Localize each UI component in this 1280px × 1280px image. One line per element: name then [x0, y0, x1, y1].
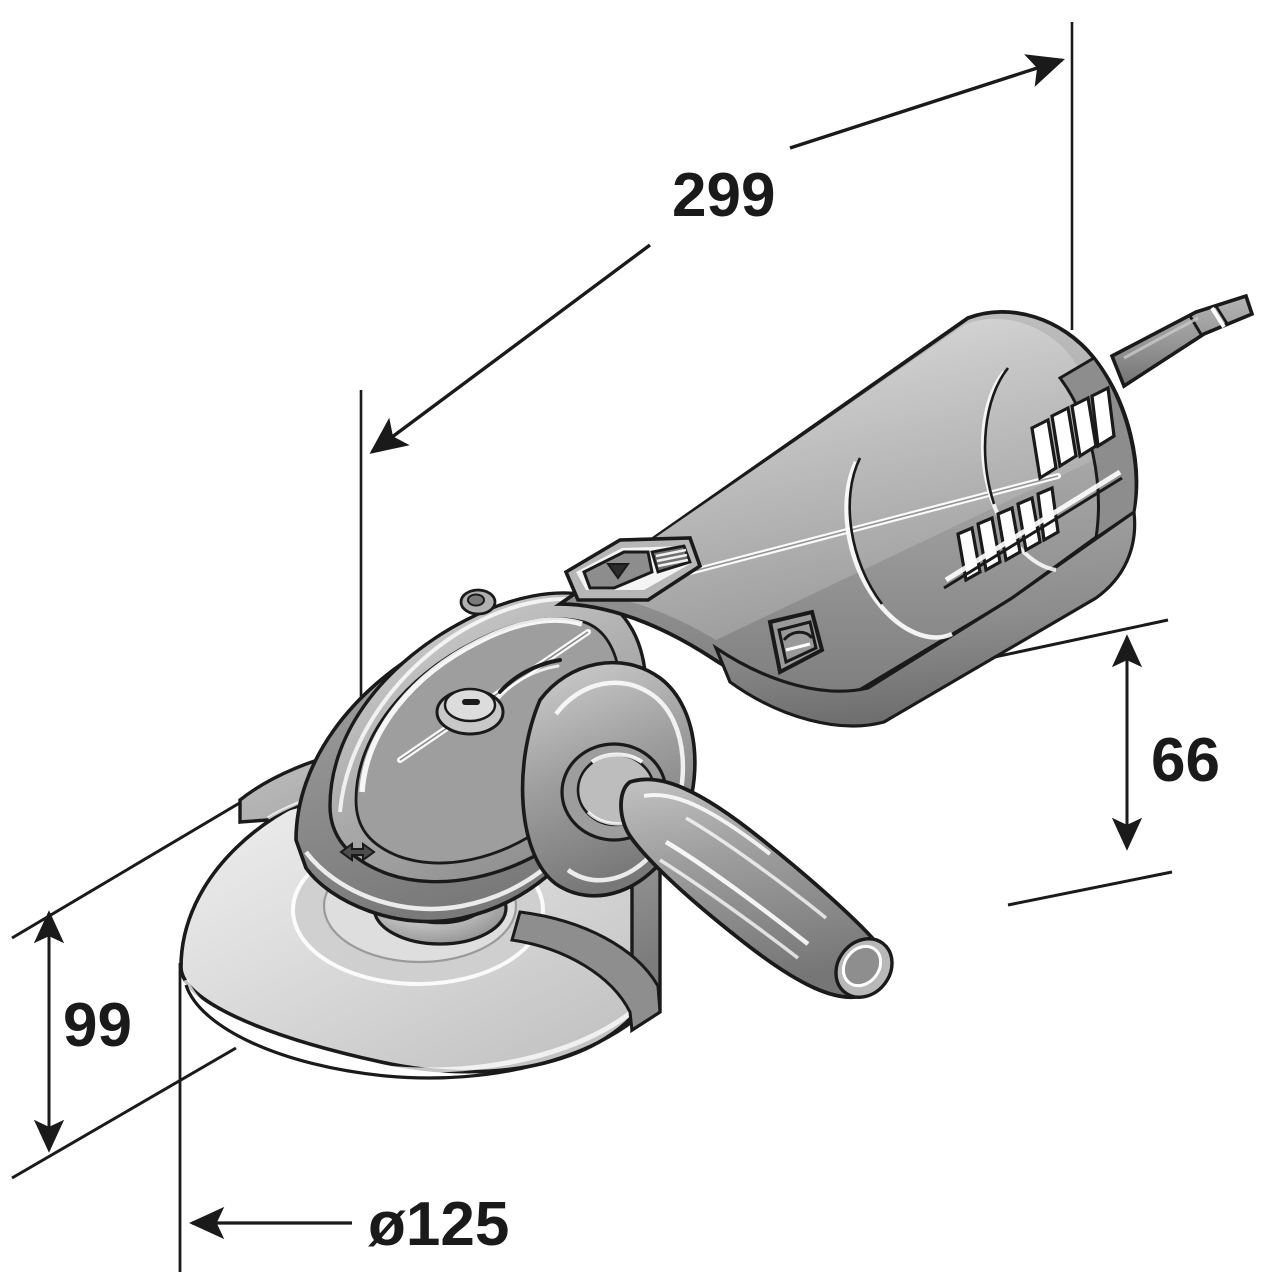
spindle-lock-button[interactable]: [435, 687, 505, 736]
badge-mark-bar: [785, 642, 811, 652]
handle-grip-rib-2: [659, 858, 800, 960]
badge-mark-arc: [782, 630, 814, 642]
rotation-direction-arrow: [339, 842, 376, 862]
handle-top-highlight: [643, 793, 772, 856]
rear-band-line: [983, 367, 1010, 505]
strain-relief-ring-1: [1188, 315, 1204, 337]
vent-shroud-highlight: [944, 469, 1122, 583]
extension-line-bottom-66: [1007, 870, 1173, 907]
motor-top-face: [576, 318, 1098, 640]
vent-slot: [1090, 385, 1116, 449]
vent-slot: [1070, 395, 1098, 459]
extension-line-bottom-99: [11, 1046, 237, 1180]
head-rib-curve: [498, 658, 562, 694]
motor-parting-line: [848, 457, 884, 605]
dimension-disc-diameter: ø125: [178, 963, 509, 1272]
cooling-vents: [943, 385, 1123, 590]
side-handle[interactable]: [619, 777, 904, 1008]
vent-shroud-line: [943, 476, 1123, 590]
head-rib-highlight: [495, 664, 560, 702]
triangle-indicator: [606, 563, 630, 580]
motor-housing: [553, 310, 1139, 728]
dimension-body-height: 66: [839, 618, 1220, 907]
fein-logo-badge: [767, 609, 825, 676]
vent-slot: [956, 525, 982, 583]
power-slide-switch[interactable]: [563, 536, 703, 602]
badge-inner-frame: [777, 620, 818, 665]
socket-highlight-top: [590, 752, 644, 764]
screw-head-left: [467, 593, 485, 607]
handle-end-bore: [841, 944, 883, 988]
dimension-leader-left-299: [369, 243, 652, 454]
rotation-arrow-glyph: [339, 842, 376, 862]
vent-row-upper: [1030, 385, 1116, 481]
dimension-overall-length: 299: [359, 22, 1074, 905]
dimension-label-299: 299: [672, 161, 775, 230]
dimension-overall-height: 99: [11, 796, 249, 1180]
cable-highlight: [1123, 316, 1199, 360]
spindle-lock-slot: [462, 699, 480, 705]
head-top-highlight: [359, 617, 583, 793]
switch-grip-ridges: [655, 548, 689, 568]
badge-plate: [767, 609, 825, 676]
vent-slot: [1050, 405, 1078, 469]
disc-edge-highlight: [183, 979, 642, 1073]
handle-grip-rib-1: [664, 840, 810, 946]
dimension-label-99: 99: [63, 991, 132, 1060]
head-top-highlight-outer: [338, 597, 593, 813]
collar-highlight: [554, 680, 686, 883]
strain-relief-ring-highlight: [1210, 306, 1226, 329]
guard-front-edge: [510, 910, 662, 1033]
motor-parting-ring: [844, 461, 953, 640]
dimension-label-125: ø125: [368, 1190, 509, 1259]
head-screw-left: [459, 588, 497, 616]
motor-belly: [712, 509, 1137, 728]
power-cable: [1109, 293, 1255, 389]
dimension-leader-right-299: [789, 54, 1065, 150]
strain-relief-ring-2: [1214, 305, 1230, 326]
disc-rim-lower: [184, 984, 646, 1080]
handle-grip-rib-3: [685, 816, 828, 920]
vent-slot: [1030, 417, 1058, 481]
dimension-label-66: 66: [1151, 726, 1220, 795]
